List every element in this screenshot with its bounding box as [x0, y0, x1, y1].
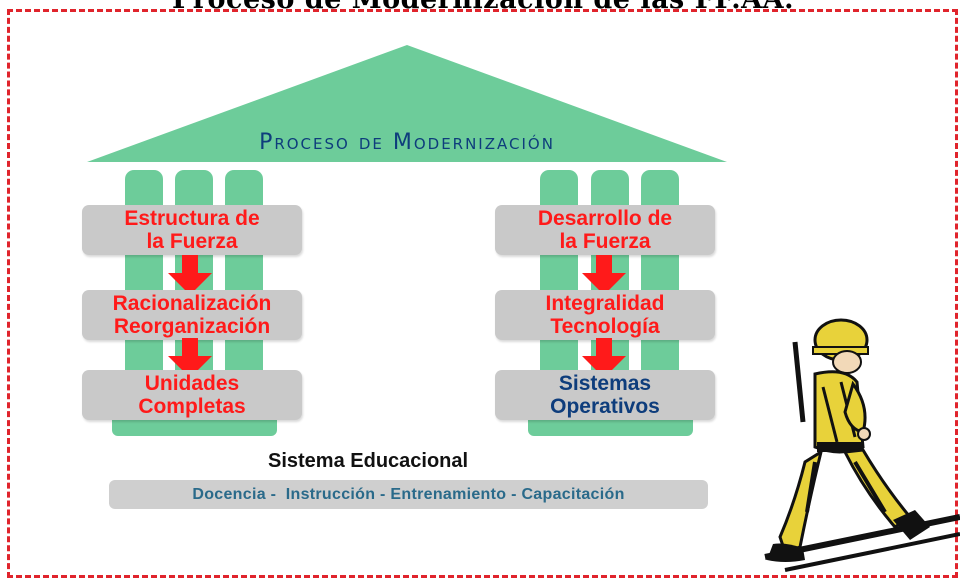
right-box-1-label: Desarrollo de la Fuerza: [537, 207, 673, 253]
right-box-1: Desarrollo de la Fuerza: [495, 205, 715, 255]
roof-triangle: [87, 45, 727, 162]
left-box-2: Racionalización Reorganización: [82, 290, 302, 340]
right-box-3: Sistemas Operativos: [495, 370, 715, 420]
down-arrow-icon: [168, 255, 212, 295]
education-bar-label: Docencia - Instrucción - Entrenamiento -…: [192, 485, 625, 503]
right-pillar-base: [528, 420, 693, 436]
page-title: Proceso de Modernización de las FF.AA.: [0, 0, 966, 15]
roof-title: Proceso de Modernización: [259, 130, 555, 155]
soldier-illustration: [745, 312, 960, 577]
right-box-3-label: Sistemas Operativos: [550, 372, 660, 418]
dashed-frame: [7, 9, 958, 578]
left-box-3: Unidades Completas: [82, 370, 302, 420]
left-box-2-label: Racionalización Reorganización: [112, 292, 272, 338]
right-box-2-label: Integralidad Tecnología: [545, 292, 665, 338]
education-title: Sistema Educacional: [268, 450, 469, 472]
right-box-2: Integralidad Tecnología: [495, 290, 715, 340]
left-box-3-label: Unidades Completas: [138, 372, 246, 418]
down-arrow-icon: [168, 338, 212, 378]
down-arrow-icon: [582, 338, 626, 378]
left-pillar-base: [112, 420, 277, 436]
down-arrow-icon: [582, 255, 626, 295]
left-box-1-label: Estructura de la Fuerza: [124, 207, 260, 253]
education-bar: Docencia - Instrucción - Entrenamiento -…: [109, 480, 708, 509]
left-box-1: Estructura de la Fuerza: [82, 205, 302, 255]
